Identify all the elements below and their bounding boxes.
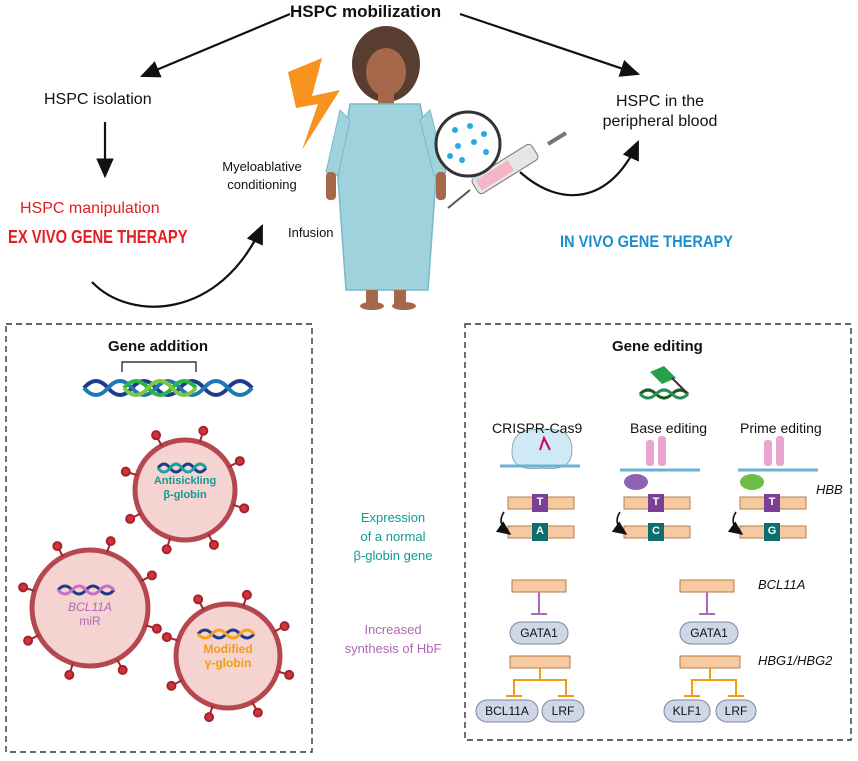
hspc-cells-icon [447,123,489,163]
conversion-arrows [495,511,744,535]
protein-pills [475,621,757,723]
inhibition-lines [506,592,744,697]
base-t-crispr: T [536,496,544,508]
vector-antisickling [132,437,238,543]
lightning-icon [288,58,340,150]
arrow-to-peripheral [459,12,641,77]
peripheral-line2: peripheral blood [602,113,718,130]
dna-helix-icon [82,361,254,397]
vector-spike-head [151,623,162,634]
gata1-right: GATA1 [690,626,728,640]
vector-spike-head [120,466,131,477]
vector-spike-head [239,503,250,514]
label-hspc-isolation: HSPC isolation [44,91,152,108]
patient-figure [325,26,447,310]
expression-line2: of a normal [360,529,426,544]
base-t-prime: T [768,496,776,508]
vector-bcl11a-mir [29,547,151,669]
vector-spike-head [241,589,252,600]
label-vector-gamma: Modified γ-globin [178,642,278,670]
base-g-prime: G [767,525,777,537]
label-conditioning: Myeloablative conditioning [200,158,324,194]
base-boxes [532,494,780,541]
label-prime-editing: Prime editing [740,420,822,436]
target-lrf-left: LRF [551,704,575,718]
base-editor-icon [620,436,700,490]
label-ex-vivo: EX VIVO GENE THERAPY [8,227,188,247]
vector3-line1: Modified [203,642,253,656]
label-vector-bcl11a: BCL11A miR [40,600,140,628]
dna-edit-icon [638,366,690,400]
vector-spike-head [208,539,219,550]
prime-editor-icon [738,436,818,490]
peripheral-line1: HSPC in the [615,93,705,110]
vector-spike-head [198,425,209,436]
vector-spikes [18,425,295,723]
title-gene-editing: Gene editing [612,338,703,355]
vector-spike-head [105,536,116,547]
vector2-line1: BCL11A [68,600,112,614]
target-lrf-right: LRF [724,704,748,718]
crispr-complex-icon [500,428,580,470]
vector-spike-head [151,430,162,441]
arrow-in-vivo-curve [519,139,640,197]
vector-spike-head [117,664,128,675]
vector1-line2: β-globin [163,489,207,501]
vector-spike-head [52,541,63,552]
vector-spike-head [146,570,157,581]
label-crispr-cas9: CRISPR-Cas9 [492,420,583,436]
conditioning-line1: Myeloablative [222,159,302,174]
base-t-base: T [652,496,660,508]
vector-spike-head [252,707,263,718]
gene-addition-panel [5,323,313,753]
vector-spike-head [125,513,136,524]
expression-line3: β-globin gene [353,548,433,563]
label-in-vivo: IN VIVO GENE THERAPY [560,232,734,251]
vector1-line1: Antisickling [153,475,217,487]
title-hspc-mobilization: HSPC mobilization [290,2,442,21]
target-klf1: KLF1 [672,704,702,718]
title-gene-addition: Gene addition [108,338,209,355]
vector3-line2: γ-globin [204,656,252,670]
syringe-icon [447,131,568,209]
vector-spike-head [18,582,29,593]
regulatory-bars [509,579,741,669]
vector-spike-head [166,680,177,691]
label-peripheral-blood: HSPC in the peripheral blood [590,92,730,132]
vector-spike-head [204,712,215,723]
label-expression-normal-beta: Expression of a normal β-globin gene [320,508,466,565]
base-a-crispr: A [536,525,544,537]
arrow-to-isolation [139,12,291,78]
label-base-editing: Base editing [630,420,708,436]
vector-spike-head [64,669,75,680]
vector-modified-gamma [173,601,283,711]
hbf-line1: Increased [364,622,422,637]
arrow-infusion-curve [91,223,264,308]
conditioning-line2: conditioning [227,177,297,192]
hbf-line2: synthesis of HbF [344,641,442,656]
label-hbg-genes: HBG1/HBG2 [758,653,833,668]
vector-spike-head [284,669,295,680]
target-bcl11a: BCL11A [485,704,529,718]
vector-spike-head [23,635,34,646]
vector-spike-head [161,632,172,643]
gata1-left: GATA1 [520,626,558,640]
label-hbb: HBB [816,482,843,497]
label-infusion: Infusion [288,225,334,240]
vector2-line2: miR [79,614,101,628]
expression-line1: Expression [360,510,426,525]
vector-spike-head [279,621,290,632]
label-hspc-manipulation: HSPC manipulation [20,200,160,217]
base-c-base: C [652,525,660,537]
gene-editing-panel [464,323,852,741]
vector-spike-head [193,594,204,605]
label-increased-hbf: Increased synthesis of HbF [318,620,468,658]
label-vector-antisickling: Antisickling β-globin [135,474,235,502]
vector-spike-head [161,544,172,555]
vector-spike-head [234,456,245,467]
magnifier-lens [434,110,502,178]
label-bcl11a-gene: BCL11A [758,577,806,592]
